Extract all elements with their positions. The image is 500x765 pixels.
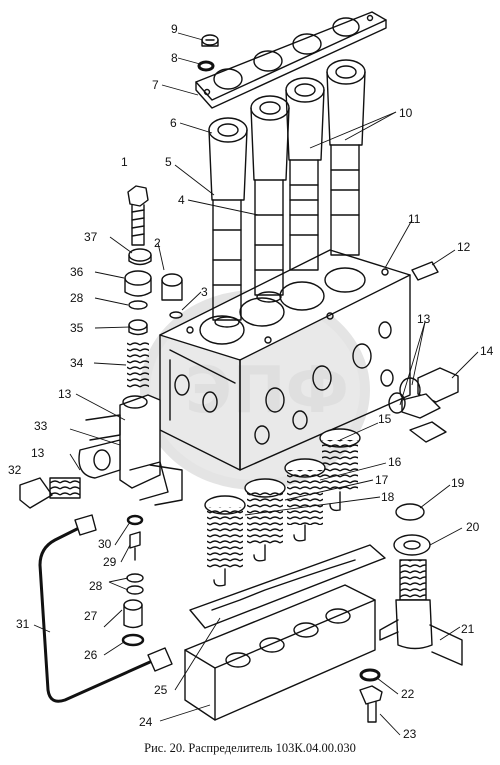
callout-13-right: 13 bbox=[417, 312, 431, 326]
spool-10a bbox=[285, 77, 325, 271]
callout-26: 26 bbox=[84, 648, 98, 662]
callout-18: 18 bbox=[381, 490, 395, 504]
spring-assembly-17 bbox=[244, 478, 286, 562]
callout-17: 17 bbox=[375, 473, 389, 487]
callout-8: 8 bbox=[171, 51, 178, 65]
callout-6: 6 bbox=[170, 116, 177, 130]
pipe-31 bbox=[38, 514, 173, 703]
callout-32: 32 bbox=[8, 463, 22, 477]
callout-10: 10 bbox=[399, 106, 413, 120]
callout-12: 12 bbox=[457, 240, 471, 254]
callout-9: 9 bbox=[171, 22, 178, 36]
callout-36: 36 bbox=[70, 265, 84, 279]
figure-caption: Рис. 20. Распределитель 103К.04.00.030 bbox=[144, 741, 356, 755]
valve-29 bbox=[129, 531, 141, 561]
plug-13 bbox=[388, 392, 447, 443]
callout-30: 30 bbox=[98, 537, 112, 551]
callout-2: 2 bbox=[154, 236, 161, 250]
callout-34: 34 bbox=[70, 356, 84, 370]
callout-13-left-a: 13 bbox=[58, 387, 72, 401]
callout-16: 16 bbox=[388, 455, 402, 469]
ring-28-lower-b bbox=[126, 585, 144, 595]
fitting-32 bbox=[19, 477, 81, 509]
callout-37: 37 bbox=[84, 230, 98, 244]
cap-36 bbox=[124, 270, 152, 297]
leader-lines bbox=[33, 32, 479, 736]
ring-19 bbox=[395, 503, 425, 521]
callout-15: 15 bbox=[378, 412, 392, 426]
callout-7: 7 bbox=[152, 78, 159, 92]
callout-31: 31 bbox=[16, 617, 30, 631]
callout-4: 4 bbox=[178, 193, 185, 207]
spring-assembly-16 bbox=[284, 458, 326, 542]
callout-20: 20 bbox=[466, 520, 480, 534]
nut-20 bbox=[393, 534, 431, 556]
spool-10b bbox=[326, 59, 366, 256]
spring-assembly-15 bbox=[319, 428, 361, 512]
bottom-cover-24 bbox=[184, 584, 376, 721]
callout-28: 28 bbox=[70, 291, 84, 305]
plug-2 bbox=[161, 273, 183, 301]
callout-13-left-b: 13 bbox=[31, 446, 45, 460]
callout-27: 27 bbox=[84, 609, 98, 623]
ring-26 bbox=[121, 633, 145, 647]
plug-14 bbox=[399, 367, 459, 403]
spring-34 bbox=[127, 342, 149, 390]
callout-25: 25 bbox=[154, 683, 168, 697]
plug-12 bbox=[411, 261, 439, 281]
callout-14: 14 bbox=[480, 344, 494, 358]
callout-21: 21 bbox=[461, 622, 475, 636]
callout-labels: 9 8 7 6 5 4 1 2 3 10 11 12 13 14 37 36 2… bbox=[8, 22, 494, 741]
bolt-1 bbox=[127, 185, 149, 246]
piston-27 bbox=[123, 599, 143, 629]
washer-8 bbox=[197, 60, 215, 72]
nut-37 bbox=[128, 248, 152, 266]
callout-19: 19 bbox=[451, 476, 465, 490]
callout-3: 3 bbox=[201, 285, 208, 299]
valve-body-33 bbox=[78, 394, 183, 506]
ring-30 bbox=[126, 514, 144, 526]
callout-1: 1 bbox=[121, 155, 128, 169]
callout-5: 5 bbox=[165, 155, 172, 169]
ring-3 bbox=[169, 311, 183, 319]
washer-22 bbox=[359, 668, 381, 682]
callout-23: 23 bbox=[403, 727, 417, 741]
callout-35: 35 bbox=[70, 321, 84, 335]
ring-28 bbox=[128, 300, 148, 310]
spring-assembly-18 bbox=[204, 495, 246, 587]
callout-11: 11 bbox=[408, 212, 421, 226]
spool-5 bbox=[250, 95, 290, 303]
callout-33: 33 bbox=[34, 419, 48, 433]
elbow-fitting-21 bbox=[379, 559, 463, 666]
ring-28-lower-a bbox=[126, 573, 144, 583]
washer-35 bbox=[128, 319, 148, 336]
distributor-housing bbox=[159, 249, 411, 471]
lower-gasket-25 bbox=[189, 544, 386, 629]
spool-6 bbox=[208, 117, 248, 328]
callout-24: 24 bbox=[139, 715, 153, 729]
watermark-text: ЭПФ bbox=[185, 354, 349, 428]
screw-9 bbox=[201, 34, 219, 47]
callout-28-lower: 28 bbox=[89, 579, 103, 593]
callout-22: 22 bbox=[401, 687, 415, 701]
callout-29: 29 bbox=[103, 555, 117, 569]
top-gasket bbox=[195, 11, 387, 109]
bolt-23 bbox=[359, 685, 383, 723]
